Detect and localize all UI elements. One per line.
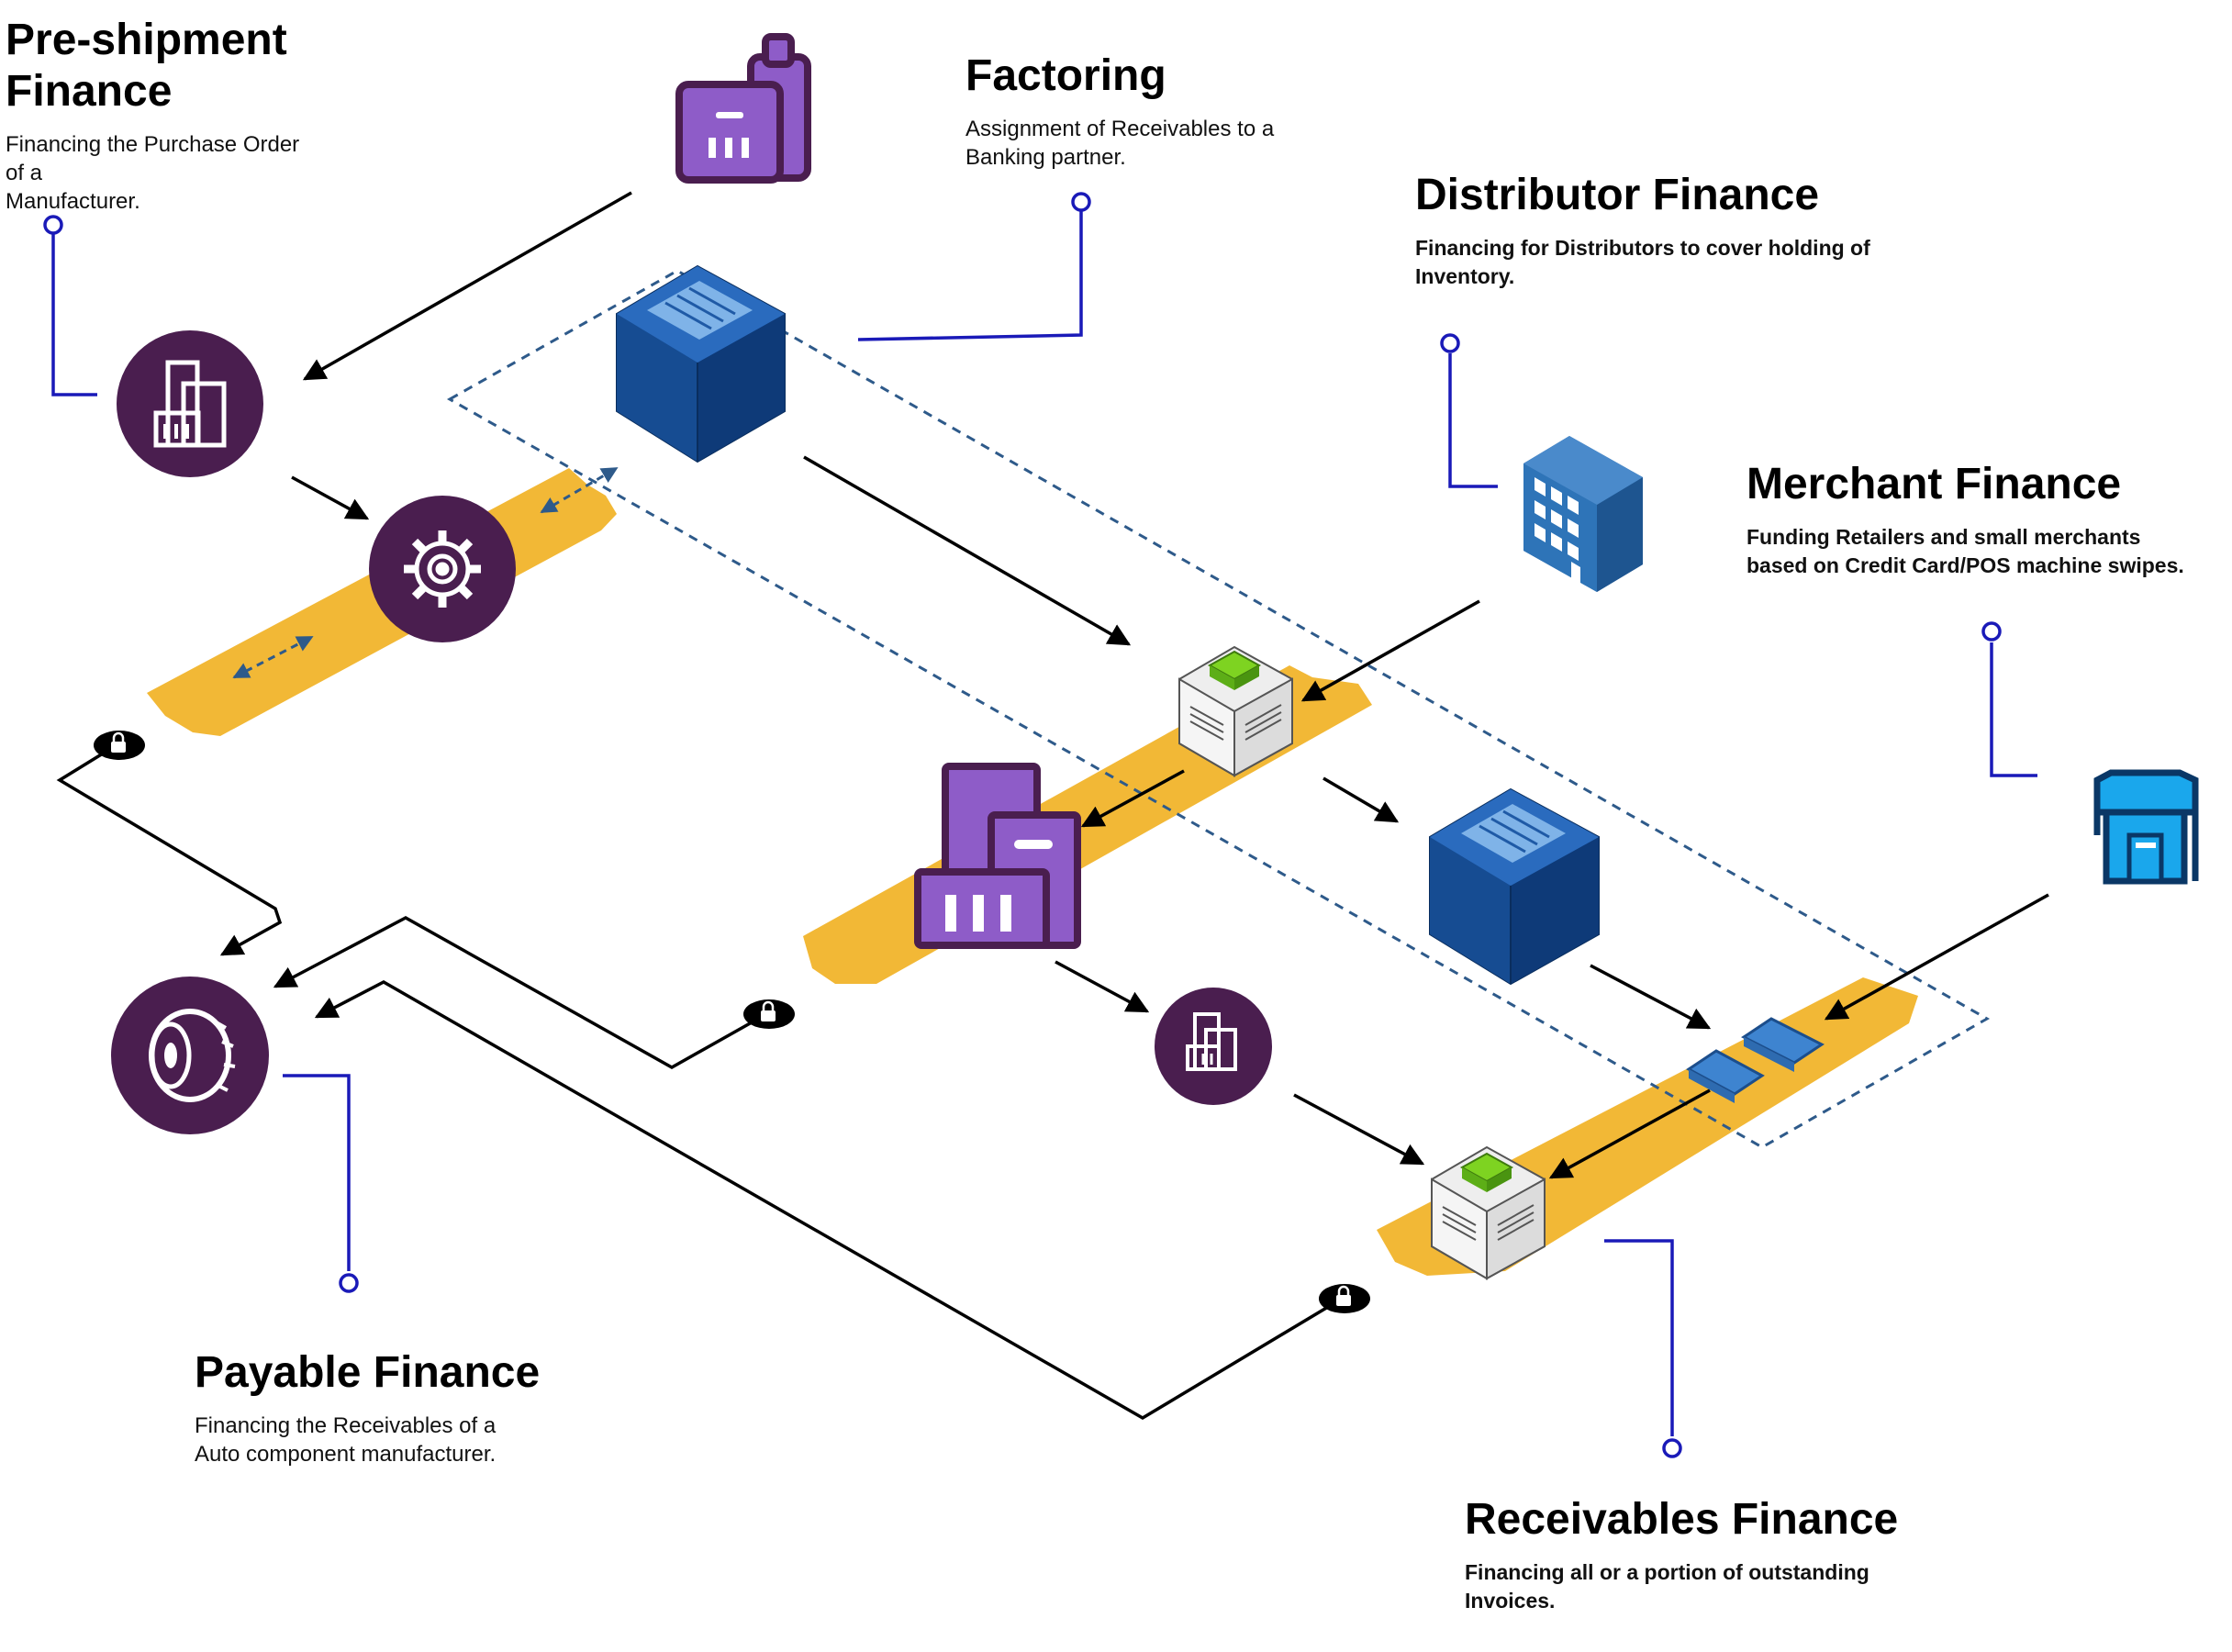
flow-arrows (56, 191, 2049, 1421)
payable-desc-line2: Auto component manufacturer. (195, 1442, 497, 1467)
warehouse-box-icon (1431, 1145, 1546, 1280)
pre-shipment-title-line1: Pre-shipment (6, 16, 287, 64)
factoring-desc-line2: Banking partner. (965, 145, 1126, 170)
factory-icon (914, 763, 1081, 949)
bank-building-icon (616, 264, 786, 463)
pos-device-icon (1686, 1017, 1825, 1103)
dashed-region-outline (446, 269, 1991, 1149)
merchant-desc-line1: Funding Retailers and small merchants (1747, 525, 2141, 549)
receivables-finance-block: Receivables Finance Financing all or a p… (1465, 1494, 1979, 1615)
office-building-icon (1523, 436, 1643, 592)
leader-endpoints (43, 192, 2002, 1458)
factoring-block: Factoring Assignment of Receivables to a… (965, 50, 1351, 172)
lock-icon (94, 731, 145, 760)
gear-icon (369, 496, 516, 642)
merchant-title: Merchant Finance (1747, 460, 2122, 508)
lock-icon (1319, 1284, 1370, 1313)
store-icon (2093, 769, 2199, 885)
receivables-desc-line2: Invoices. (1465, 1589, 1556, 1613)
leader-lines (51, 211, 2037, 1436)
merchant-finance-block: Merchant Finance Funding Retailers and s… (1747, 459, 2224, 580)
payable-desc-line1: Financing the Receivables of a (195, 1413, 497, 1438)
pre-shipment-finance-block: Pre-shipment Finance Financing the Purch… (6, 15, 318, 216)
dashed-arrow-upper (540, 466, 619, 514)
manufacturer-icon (117, 330, 263, 477)
distributor-title: Distributor Finance (1415, 171, 1820, 219)
warehouse-box-icon (1178, 645, 1293, 777)
payable-finance-block: Payable Finance Financing the Receivable… (195, 1347, 617, 1468)
small-factory-icon (1155, 988, 1272, 1105)
bank-building-icon (1429, 787, 1600, 986)
merchant-desc-line2: based on Credit Card/POS machine swipes. (1747, 553, 2184, 577)
lock-icon (743, 999, 795, 1029)
pre-shipment-desc-line1: Financing the Purchase Order of a (6, 132, 300, 185)
pre-shipment-desc-line2: Manufacturer. (6, 189, 140, 214)
distributor-desc-line2: Inventory. (1415, 264, 1515, 288)
factoring-desc-line1: Assignment of Receivables to a (965, 117, 1275, 141)
factory-icon (675, 33, 811, 184)
tyre-icon (111, 977, 269, 1134)
distributor-desc-line1: Financing for Distributors to cover hold… (1415, 236, 1870, 260)
receivables-title: Receivables Finance (1465, 1495, 1899, 1544)
distributor-finance-block: Distributor Finance Financing for Distri… (1415, 170, 1929, 291)
receivables-desc-line1: Financing all or a portion of outstandin… (1465, 1560, 1869, 1584)
dashed-arrow-lower (232, 635, 314, 679)
pre-shipment-title-line2: Finance (6, 67, 173, 116)
payable-title: Payable Finance (195, 1348, 541, 1397)
factoring-title: Factoring (965, 51, 1166, 100)
